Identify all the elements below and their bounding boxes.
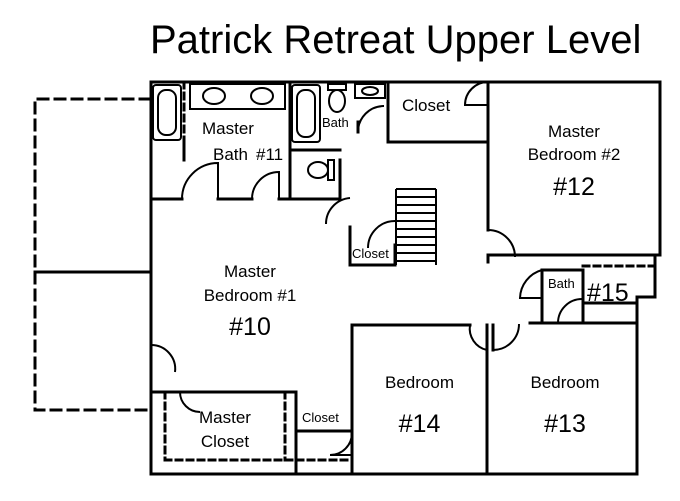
door-arc [324,197,351,225]
closet-label: Closet [302,410,339,425]
door-arc [518,269,543,299]
sink-icon [354,83,386,99]
bathtub-icon [291,84,321,143]
room-number: #10 [229,313,271,341]
door-arc [492,323,520,351]
master-bedroom-1-label: Bedroom #1 [203,286,297,305]
outer-wall [149,80,662,476]
master-bath-label: Master [202,119,254,138]
door-arc [181,161,219,200]
closet-label: Closet [402,96,451,115]
room-number: #11 [256,145,284,164]
master-bedroom-1-label: Master [224,262,276,281]
master-bedroom-2-label: Master [548,122,600,141]
bedroom-14-label: Bedroom [385,373,454,392]
door-arc [367,220,396,249]
master-closet-label: Closet [200,432,250,451]
door-arc [150,343,177,373]
bath-label: Bath [322,115,349,130]
door-arc [487,229,516,258]
door-arc [463,80,489,106]
closet-label: Closet [352,246,389,261]
staircase-icon [395,188,437,265]
master-closet-label: Master [199,408,251,427]
door-arc [251,170,280,200]
door-arc [357,105,385,133]
bathtub-icon [152,84,182,141]
vanity-icon [189,83,286,110]
door-arc [468,324,488,351]
room-number: #12 [553,173,595,201]
door-arc [557,298,583,324]
balcony-outline [33,97,152,412]
bath-label: Bath [548,276,575,291]
room-number: #15 [587,279,629,307]
door-arc [179,391,201,413]
page-title: Patrick Retreat Upper Level [150,18,642,62]
master-bath-label: Bath [213,145,248,164]
room-number: #14 [398,410,441,438]
master-bedroom-2-label: Bedroom #2 [527,145,621,164]
bedroom-13-label: Bedroom [530,373,600,392]
door-arc [329,432,353,456]
room-number: #13 [544,410,586,438]
